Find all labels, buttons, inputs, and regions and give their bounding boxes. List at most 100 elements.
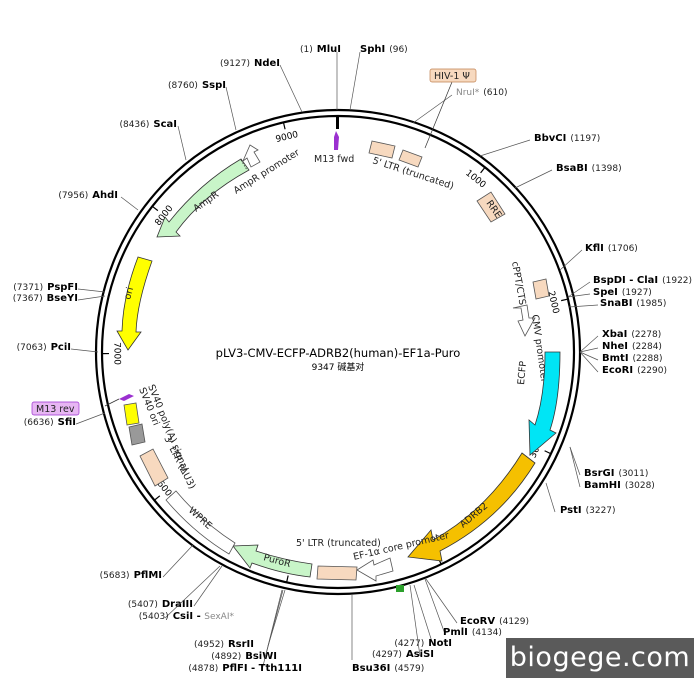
site-label: PstI(3227) <box>560 505 616 516</box>
site-position: (4892) <box>211 652 241 662</box>
site-name: PspFI <box>47 282 78 293</box>
site-position: (4277) <box>394 639 424 649</box>
site-position: (8436) <box>119 120 149 130</box>
plasmid-title: pLV3-CMV-ECFP-ADRB2(human)-EF1a-Puro <box>216 346 461 360</box>
site-label: (7367)BseYI <box>13 293 78 304</box>
tick-mark <box>282 122 286 130</box>
site-position: (7371) <box>13 283 43 293</box>
origin-marker <box>336 117 339 129</box>
site-leader <box>424 578 446 635</box>
site-label: (4952)RsrII <box>194 639 254 650</box>
site-position: (2278) <box>631 330 661 340</box>
site-label: XbaI(2278) <box>602 329 661 340</box>
site-leader <box>413 584 434 646</box>
site-label: (8436)ScaI <box>119 119 177 130</box>
site-name: SfiI <box>58 417 76 428</box>
site-position: (96) <box>389 45 407 55</box>
site-leader <box>559 249 583 271</box>
site-name: MluI <box>317 44 341 55</box>
tick-mark <box>286 575 289 583</box>
site-label: (8760)SspI <box>168 80 226 91</box>
site-leader <box>279 64 303 113</box>
site-position: (3028) <box>625 481 655 491</box>
m13-rev-label: M13 rev <box>36 404 75 415</box>
site-label: (1) MluI <box>300 44 341 55</box>
ecfp-arrow <box>528 351 561 456</box>
site-leader <box>425 578 458 624</box>
site-label: BsaBI(1398) <box>556 163 622 174</box>
site-label: (5683)PflMI <box>100 570 162 581</box>
site-label: BspDI - ClaI(1922) <box>593 275 692 286</box>
site-position: (4129) <box>499 617 529 627</box>
site-label: (9127)NdeI <box>220 58 280 69</box>
tick-mark <box>561 298 569 302</box>
site-name: BseYI <box>47 293 78 304</box>
site-leader <box>568 304 599 308</box>
site-name: NruI* <box>456 88 480 98</box>
m13-rev-label-bg <box>31 401 80 416</box>
hiv-psi-label-bg <box>429 68 477 83</box>
site-name: NotI <box>428 638 452 649</box>
site-position: (2290) <box>637 366 667 376</box>
site-name: BmtI <box>602 353 629 364</box>
ltr5-box-1 <box>368 140 396 159</box>
tick-mark <box>151 205 159 212</box>
site-label: (5403)CsiI - SexAI* <box>139 611 235 622</box>
ltr5-bottom-label: 5' LTR (truncated) <box>296 538 381 549</box>
ltr5-box-2 <box>398 149 423 168</box>
site-leader <box>569 446 581 488</box>
ef1a-arrow <box>356 557 394 582</box>
site-leader <box>77 288 106 293</box>
tick-mark <box>480 166 486 174</box>
ltr3-box <box>139 448 169 487</box>
site-label: (7371) PspFI <box>13 282 78 293</box>
site-label: BmtI(2288) <box>602 353 662 364</box>
site-leader <box>120 196 139 211</box>
site-leader <box>545 482 556 513</box>
site-label: (4277) NotI <box>394 638 452 649</box>
tick-mark <box>544 450 552 455</box>
site-position: (610) <box>483 88 507 98</box>
m13-rev-primer <box>119 394 134 401</box>
site-name-dim: SexAI* <box>204 612 234 622</box>
site-position: (1) <box>300 45 313 55</box>
site-label: (4892)BsiWI <box>211 651 277 662</box>
site-position: (7063) <box>17 343 47 353</box>
site-label: Bsu36I(4579) <box>352 663 424 674</box>
site-leader <box>177 125 187 161</box>
cppt-label: cPPT/CTS <box>509 261 528 306</box>
watermark: biogege.com <box>506 638 694 678</box>
site-label: BamHI(3028) <box>584 480 655 491</box>
tick-mark <box>153 495 161 501</box>
site-leader <box>164 565 221 619</box>
site-position: (1922) <box>662 276 692 286</box>
site-position: (4878) <box>188 664 218 674</box>
ampr-arrow <box>156 158 250 238</box>
site-label: NheI(2284) <box>602 341 662 352</box>
site-label: (7956)AhdI <box>58 190 118 201</box>
site-leader <box>579 347 599 353</box>
site-label: SnaBI(1985) <box>600 298 666 309</box>
site-name: BsrGI <box>584 468 614 479</box>
site-position: (4952) <box>194 640 224 650</box>
site-leader <box>193 565 223 607</box>
plasmid-length: 9347 碱基对 <box>312 361 365 373</box>
ecfp-label: ECFP <box>516 360 529 385</box>
site-position: (6636) <box>24 418 54 428</box>
site-label: (5407)DraIII <box>128 599 193 610</box>
site-position: (5403) <box>139 612 169 622</box>
adrb2-arrow <box>407 452 536 562</box>
site-leader <box>579 351 599 361</box>
site-name: SnaBI <box>600 298 632 309</box>
sv40-polya-box <box>123 402 140 426</box>
site-label: BbvCI(1197) <box>534 133 600 144</box>
site-label: (4878)PflFI - Tth111I <box>188 663 302 674</box>
m13-fwd-primer <box>334 131 339 150</box>
site-leader <box>70 348 99 353</box>
ampr-promoter-arrow <box>242 144 261 168</box>
site-position: (5407) <box>128 600 158 610</box>
site-position: (4297) <box>372 650 402 660</box>
tick-label: 1000 <box>463 168 487 190</box>
site-name: AhdI <box>92 190 118 201</box>
